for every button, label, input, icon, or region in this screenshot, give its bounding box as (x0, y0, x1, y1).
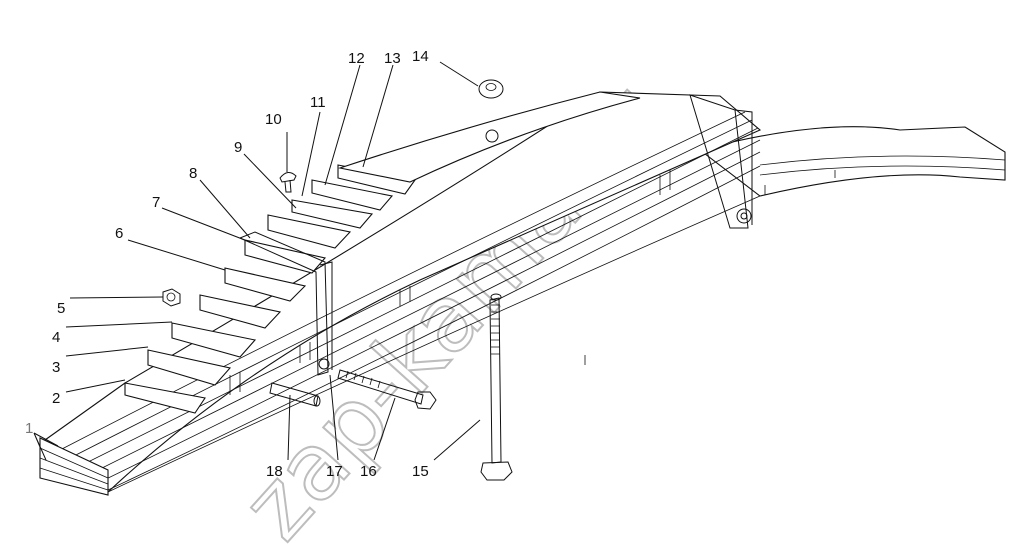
callout-18: 18 (266, 463, 283, 480)
centre-bolt-15 (480, 293, 513, 481)
bottom-leaf-end-block (39, 437, 109, 496)
callout-9: 9 (234, 139, 242, 156)
callout-4: 4 (52, 329, 60, 346)
callout-labels: 1 2 3 4 5 6 7 8 9 10 11 12 13 14 15 16 1… (25, 48, 429, 480)
hatching (229, 170, 836, 395)
callout-5: 5 (57, 300, 65, 317)
rivet-10 (279, 172, 297, 193)
callout-6: 6 (115, 225, 123, 242)
nut-5 (162, 288, 181, 307)
leaf-pack-body (44, 91, 762, 493)
callout-2: 2 (52, 390, 60, 407)
centre-bolt-hole (485, 129, 499, 143)
rebound-clip-left (238, 231, 333, 376)
main-leaf-right-end (698, 126, 1006, 197)
callout-8: 8 (189, 165, 197, 182)
bolt-16 (337, 369, 437, 410)
spacer-18 (269, 382, 321, 407)
rebound-clip-right (689, 94, 753, 229)
callout-10: 10 (265, 111, 282, 128)
callout-3: 3 (52, 359, 60, 376)
leader-lines (33, 61, 481, 461)
callout-7: 7 (152, 194, 160, 211)
callout-1: 1 (25, 420, 33, 437)
nut-14 (478, 79, 504, 99)
callout-11: 11 (310, 94, 326, 111)
leaf-steps (124, 164, 416, 414)
callout-13: 13 (384, 50, 401, 67)
callout-16: 16 (360, 463, 377, 480)
spring-pack (39, 91, 1006, 496)
top-leaf (337, 91, 641, 183)
callout-15: 15 (412, 463, 429, 480)
callout-17: 17 (326, 463, 343, 480)
callout-14: 14 (412, 48, 429, 65)
callout-12: 12 (348, 50, 365, 67)
